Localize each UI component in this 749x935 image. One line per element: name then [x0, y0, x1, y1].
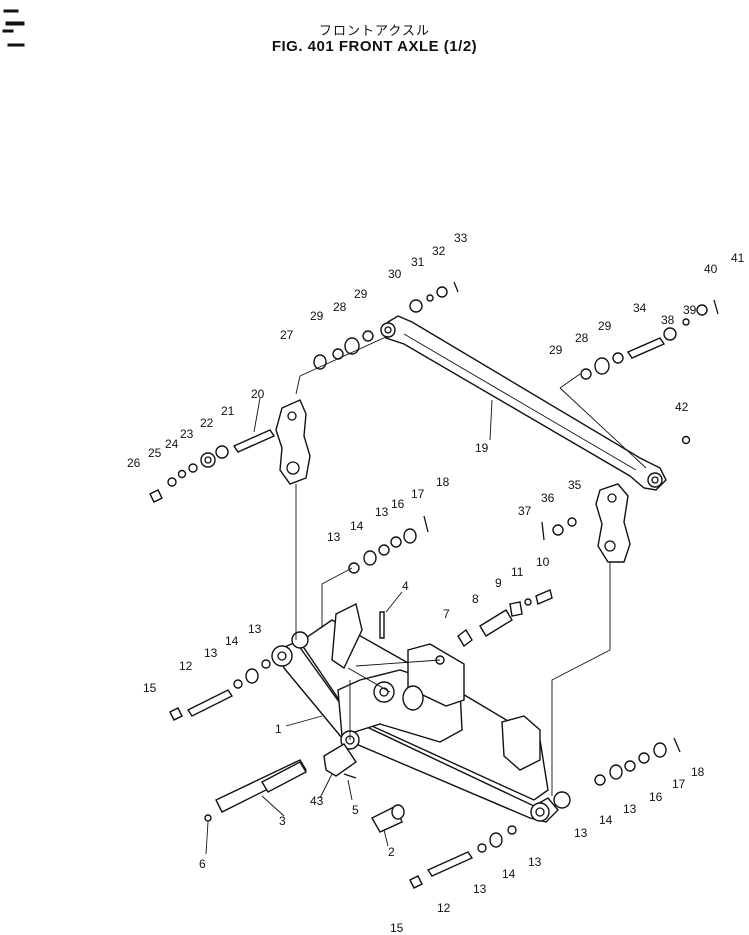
callout-36: 36: [541, 491, 555, 505]
callout-18-upper: 18: [436, 475, 450, 489]
tie-rod: [380, 315, 667, 491]
callout-11: 11: [511, 565, 524, 579]
callout-13-left-b: 13: [248, 622, 262, 636]
callout-4: 4: [402, 579, 409, 593]
callout-29-left-a: 29: [310, 309, 324, 323]
callout-15-bottom: 15: [390, 921, 404, 935]
callout-2: 2: [388, 845, 395, 859]
callout-8: 8: [472, 592, 479, 606]
scan-noise: [2, 9, 25, 47]
callout-25: 25: [148, 446, 162, 460]
callout-39: 39: [683, 303, 697, 317]
left-knuckle-arm: [275, 399, 311, 485]
callout-19: 19: [475, 441, 489, 455]
callout-5: 5: [352, 803, 359, 817]
callout-40: 40: [704, 262, 718, 276]
callout-43: 43: [310, 794, 324, 808]
callout-29-right-b: 29: [598, 319, 612, 333]
callout-18-right: 18: [691, 765, 705, 779]
callout-23: 23: [180, 427, 194, 441]
callout-41: 41: [731, 251, 745, 265]
callout-13-left-a: 13: [204, 646, 218, 660]
callout-34: 34: [633, 301, 647, 315]
callout-37: 37: [518, 504, 532, 518]
callout-6: 6: [199, 857, 206, 871]
callout-13-right-b: 13: [623, 802, 637, 816]
callout-7: 7: [443, 607, 450, 621]
callout-13-upper-a: 13: [327, 530, 341, 544]
callout-10: 10: [536, 555, 550, 569]
callout-42: 42: [675, 400, 689, 414]
right-knuckle-arm: [595, 483, 631, 563]
callout-20: 20: [251, 387, 265, 401]
callout-14-left: 14: [225, 634, 239, 648]
callout-30: 30: [388, 267, 402, 281]
callout-13-bottom-b: 13: [528, 855, 542, 869]
figure-title: FIG. 401 FRONT AXLE (1/2): [271, 38, 478, 55]
callout-14-right: 14: [599, 813, 613, 827]
callout-38: 38: [661, 313, 675, 327]
callout-17-right: 17: [672, 777, 686, 791]
callout-12-left: 12: [179, 659, 193, 673]
callout-32: 32: [432, 244, 446, 258]
callout-16-right: 16: [649, 790, 663, 804]
hardware: [149, 281, 719, 889]
callout-21: 21: [221, 404, 235, 418]
callout-14-upper: 14: [350, 519, 364, 533]
callout-31: 31: [411, 255, 425, 269]
callout-33: 33: [454, 231, 468, 245]
callout-13-upper-b: 13: [375, 505, 389, 519]
callout-15-left: 15: [143, 681, 157, 695]
callout-12-bottom: 12: [437, 901, 451, 915]
assembly-guide-lines: [295, 335, 647, 796]
callout-13-bottom-a: 13: [473, 882, 487, 896]
callout-16-upper: 16: [391, 497, 405, 511]
callout-28-right: 28: [575, 331, 589, 345]
callout-13-right-a: 13: [574, 826, 588, 840]
callout-14-bottom: 14: [502, 867, 516, 881]
callout-29-right-a: 29: [549, 343, 563, 357]
figure-title-japanese: フロントアクスル: [319, 24, 430, 39]
callout-27: 27: [280, 328, 294, 342]
callout-26: 26: [127, 456, 141, 470]
leader-lines: [205, 397, 493, 855]
callout-labels: 1 2 3 4 5 6 7 8 9 10 11 12 12 13 13 13 1…: [127, 231, 745, 935]
front-axle-frame: [271, 602, 571, 823]
callout-1: 1: [275, 722, 282, 736]
callout-3: 3: [279, 814, 286, 828]
callout-29-left-b: 29: [354, 287, 368, 301]
callout-35: 35: [568, 478, 582, 492]
callout-22: 22: [200, 416, 214, 430]
callout-24: 24: [165, 437, 179, 451]
callout-28-left: 28: [333, 300, 347, 314]
callout-17-upper: 17: [411, 487, 425, 501]
callout-9: 9: [495, 576, 502, 590]
